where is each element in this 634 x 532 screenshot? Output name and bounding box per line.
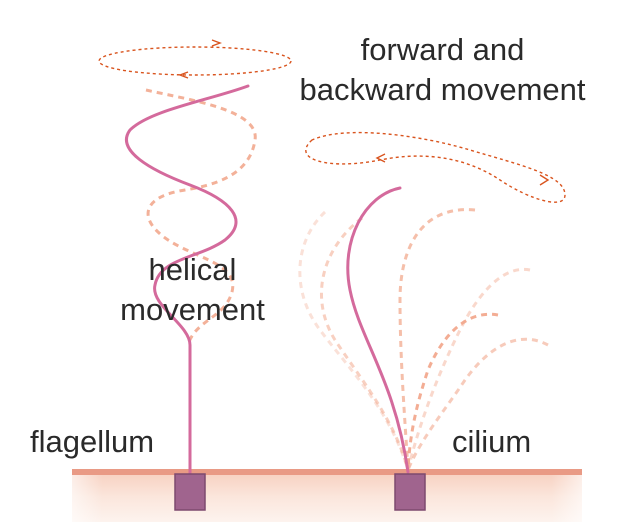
cilium-basal-body (394, 473, 426, 511)
cell-membrane (72, 469, 582, 522)
arrowhead-icon (539, 174, 550, 186)
helical-movement-label: helical movement (100, 250, 285, 330)
flagellum-rotation-arrow (98, 39, 292, 79)
arrowhead-icon (211, 39, 222, 47)
forward-backward-label: forward and backward movement (270, 30, 615, 110)
membrane-edge-fade (72, 472, 582, 522)
cilium-label: cilium (452, 424, 532, 459)
cilium-ghost-paths (298, 208, 549, 471)
helical-line2: movement (120, 292, 265, 327)
arrowhead-icon (178, 71, 189, 79)
flagellum-label: flagellum (30, 424, 155, 459)
flagellum-ghost-path (145, 88, 257, 346)
flagellum (125, 84, 250, 480)
cilium-beat-arrow (305, 131, 566, 203)
cilium (346, 186, 410, 474)
forward-backward-line1: forward and (360, 32, 525, 67)
helical-line1: helical (148, 252, 237, 287)
flagellum-basal-body (174, 473, 206, 511)
arrowhead-icon (375, 153, 386, 163)
forward-backward-line2: backward movement (299, 72, 586, 107)
